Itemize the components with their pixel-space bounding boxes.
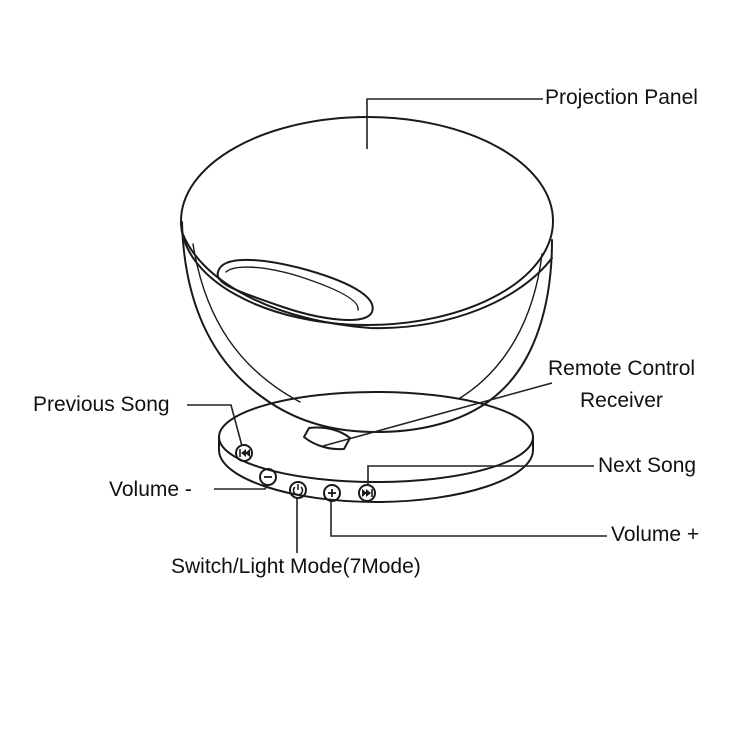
power-icon [292, 484, 304, 496]
leader-projection-panel [366, 98, 543, 149]
power-button[interactable] [289, 481, 307, 499]
leader-next-song [367, 465, 594, 486]
volume-up-button[interactable] [323, 484, 341, 502]
projection-panel-label: Projection Panel [545, 86, 698, 109]
volume-down-button[interactable] [259, 468, 277, 486]
previous-song-button[interactable] [235, 444, 253, 462]
previous-song-label: Previous Song [33, 393, 170, 416]
next-track-icon [362, 489, 373, 497]
remote-control-label-line2: Receiver [580, 389, 663, 412]
lid-rim-left [180, 221, 183, 233]
receiver-shape [303, 426, 351, 451]
speaker-slot [216, 258, 374, 321]
previous-track-icon [239, 449, 250, 457]
leader-previous-song [187, 404, 243, 447]
bowl-inner-right [459, 253, 543, 399]
slot-inner [225, 266, 359, 311]
plus-icon [328, 489, 336, 497]
leader-volume-down [214, 484, 269, 490]
volume-up-label: Volume + [611, 523, 700, 546]
leader-volume-up [330, 501, 607, 537]
next-song-label: Next Song [598, 454, 697, 477]
base-disc [218, 391, 534, 503]
next-song-button[interactable] [358, 484, 376, 502]
leader-remote-receiver [322, 382, 553, 447]
volume-down-label: Volume - [109, 478, 192, 501]
remote-control-label-line1: Remote Control [548, 357, 696, 380]
base-side [218, 436, 534, 503]
bowl-inner-left [192, 243, 301, 403]
lid-rim-lower [181, 231, 553, 330]
slot-outer [216, 258, 374, 321]
switch-light-mode-label: Switch/Light Mode(7Mode) [171, 555, 421, 578]
remote-receiver-window [303, 426, 351, 451]
